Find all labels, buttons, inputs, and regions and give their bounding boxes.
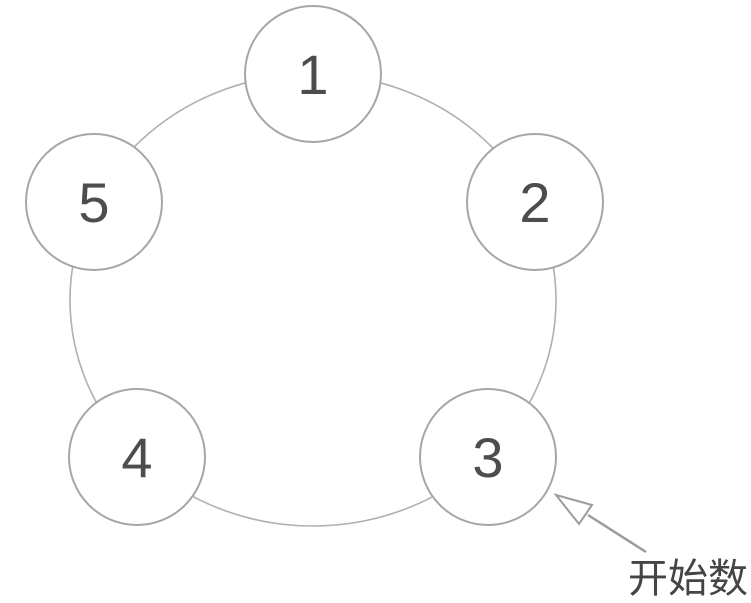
start-arrow bbox=[553, 493, 647, 554]
node-4-label: 4 bbox=[121, 426, 152, 489]
node-3: 3 bbox=[419, 388, 557, 526]
node-4-circle bbox=[68, 388, 206, 526]
node-3-label: 3 bbox=[472, 426, 503, 489]
node-3-circle bbox=[419, 388, 557, 526]
node-5: 5 bbox=[25, 133, 163, 271]
node-2-label: 2 bbox=[519, 171, 550, 234]
node-4: 4 bbox=[68, 388, 206, 526]
node-2: 2 bbox=[466, 133, 604, 271]
arrow-shaft-line bbox=[587, 513, 647, 554]
node-1-circle bbox=[244, 5, 382, 143]
node-1-label: 1 bbox=[297, 43, 328, 106]
node-1: 1 bbox=[244, 5, 382, 143]
node-5-label: 5 bbox=[78, 171, 109, 234]
annotation-label: 开始数 bbox=[628, 556, 748, 602]
arrow-head-icon bbox=[553, 493, 594, 526]
node-5-circle bbox=[25, 133, 163, 271]
node-2-circle bbox=[466, 133, 604, 271]
